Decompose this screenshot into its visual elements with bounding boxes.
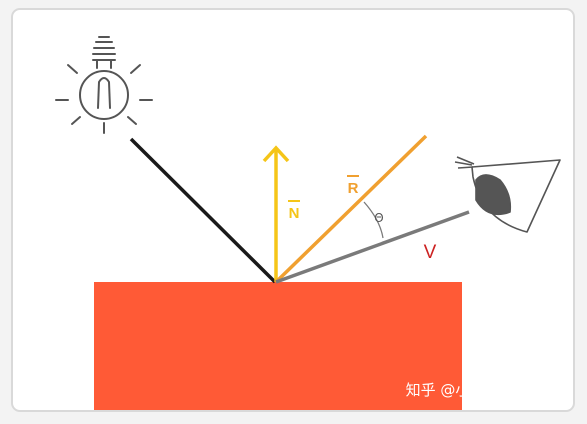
svg-text:R: R xyxy=(348,180,359,197)
view-ray xyxy=(275,210,470,284)
angle-arc xyxy=(363,201,384,239)
reflection-diagram: N R V Θ xyxy=(55,36,561,410)
light-bulb-icon xyxy=(55,36,153,134)
view-label: V xyxy=(424,242,437,263)
svg-text:N: N xyxy=(289,205,300,222)
diagram-frame: N R V Θ xyxy=(11,8,575,412)
reflection-label: R xyxy=(347,175,359,197)
reflection-ray xyxy=(274,134,428,284)
surface-block xyxy=(94,282,462,410)
watermark-text: 知乎 @小菠萝的IT之旅 xyxy=(405,381,559,399)
angle-label: Θ xyxy=(374,211,383,225)
incident-ray xyxy=(129,137,277,284)
normal-label: N xyxy=(288,200,300,222)
eye-icon xyxy=(454,156,561,233)
normal-vector xyxy=(262,145,290,282)
